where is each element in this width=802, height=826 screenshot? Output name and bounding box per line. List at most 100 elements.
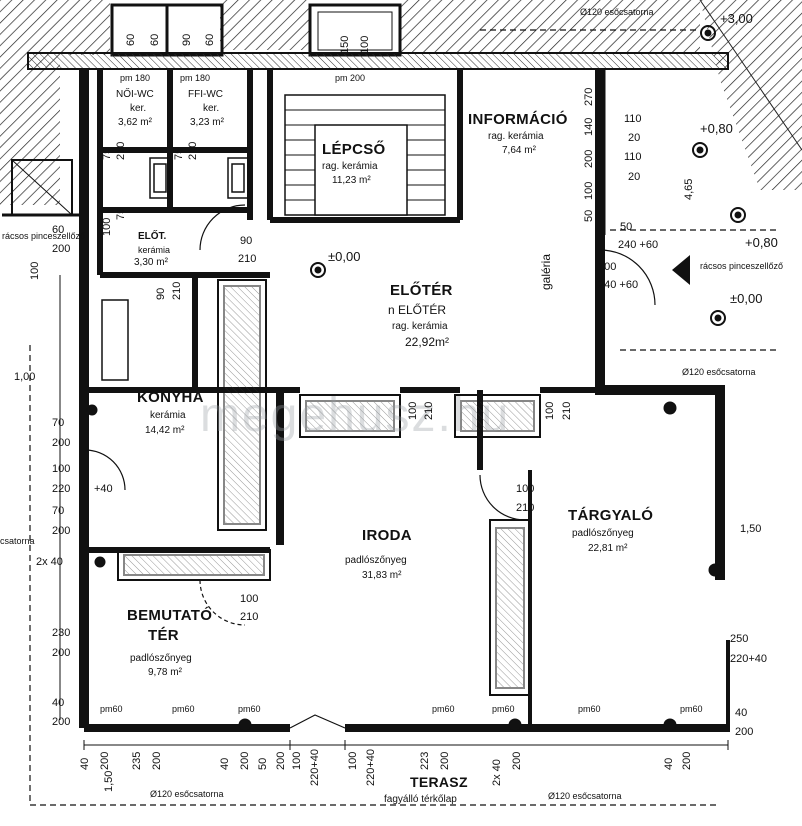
note-pinceszellozo: rácsos pinceszellőző xyxy=(700,261,784,271)
door-dim: 90 xyxy=(240,235,253,247)
dim-label: 60 xyxy=(149,33,161,46)
dim-label: 200 xyxy=(511,751,523,770)
dim-label: 100 xyxy=(598,261,617,273)
room-lepcso-name: LÉPCSŐ xyxy=(322,141,386,158)
dim-label: 200 xyxy=(275,751,287,770)
note-pm60: pm60 xyxy=(578,704,601,714)
room-noiwc-floor: ker. xyxy=(130,103,147,114)
dim-label: 220+40 xyxy=(365,748,377,786)
note-esocsatorna: Ø120 esőcsatorna xyxy=(580,7,654,17)
dim-label: 270 xyxy=(583,87,595,106)
note-pm60: pm60 xyxy=(492,704,515,714)
door-dim: 210 xyxy=(423,401,435,420)
door-dim: 210 xyxy=(238,253,257,265)
room-ffiwc-name: FFI-WC xyxy=(188,89,223,100)
room-targyalo-floor: padlószőnyeg xyxy=(572,528,634,539)
dimension-lines xyxy=(59,275,729,750)
room-informacio-name: INFORMÁCIÓ xyxy=(468,111,568,128)
dim-label: 1,50 xyxy=(740,523,762,535)
dim-label: 220+40 xyxy=(309,748,321,786)
dim-label: 140 xyxy=(583,117,595,136)
dim-label: 200 xyxy=(583,149,595,168)
note-pm60: pm60 xyxy=(100,704,123,714)
dim-label: 230 xyxy=(52,627,71,639)
dim-label: 210 xyxy=(115,141,127,160)
room-bemutato-area: 9,78 m² xyxy=(148,667,182,678)
door-dim: 210 xyxy=(516,502,535,514)
room-noiwc-name: NŐI-WC xyxy=(116,89,154,100)
level-label: +0,80 xyxy=(745,235,778,250)
staircase xyxy=(284,94,446,216)
dim-label: 200 xyxy=(151,751,163,770)
dim-label: 90 xyxy=(181,33,193,46)
note-pm: pm 200 xyxy=(335,73,366,83)
dim-label: 250 xyxy=(730,633,749,645)
dim-label: 40 xyxy=(219,757,231,770)
door-dim: 100 xyxy=(516,483,535,495)
dim-label: 60 xyxy=(52,224,65,236)
dim-label: 200 xyxy=(735,726,754,738)
room-iroda-floor: padlószőnyeg xyxy=(345,555,407,566)
dim-label: 60 xyxy=(204,33,216,46)
note-esocsatorna: Ø120 esőcsatorna xyxy=(548,791,622,801)
dim-label: 200 xyxy=(239,751,251,770)
room-terasz-name: TERASZ xyxy=(410,774,468,790)
door-swings xyxy=(84,204,656,729)
dim-label: 50 xyxy=(583,209,595,222)
level-label: +3,00 xyxy=(720,11,753,26)
dim-label: 200 xyxy=(52,243,71,255)
dim-label: 40 xyxy=(735,707,748,719)
room-bemutato-floor: padlószőnyeg xyxy=(130,653,192,664)
dim-label: 200 xyxy=(52,437,71,449)
room-lepcso-area: 11,23 m² xyxy=(332,175,371,186)
room-iroda-name: IRODA xyxy=(362,527,412,544)
dim-label: 60 xyxy=(125,33,137,46)
dashed-lines xyxy=(29,29,780,806)
dim-label: 75 xyxy=(173,147,185,160)
room-ffiwc-area: 3,23 m² xyxy=(190,117,224,128)
note-pinceszellozo: rácsos pinceszellőző xyxy=(2,231,86,241)
room-lepcso-floor: rag. kerámia xyxy=(322,161,378,172)
room-eloter-area: 22,92m² xyxy=(405,335,450,349)
dim-label: 200 xyxy=(52,716,71,728)
room-targyalo-name: TÁRGYALÓ xyxy=(568,507,654,524)
dim-label: 200 xyxy=(681,751,693,770)
dim-label: 20 xyxy=(628,132,641,144)
room-targyalo-area: 22,81 m² xyxy=(588,543,628,554)
dim-label: 200 xyxy=(52,647,71,659)
dim-label: 100 xyxy=(291,751,303,770)
door-dim: 100 xyxy=(544,401,556,420)
dim-label: 210 xyxy=(187,141,199,160)
room-konyha-area: 14,42 m² xyxy=(145,425,185,436)
note-pm: pm 180 xyxy=(120,73,151,83)
furniture xyxy=(117,279,541,696)
note-esocsatorna: Ø120 esőcsatorna xyxy=(150,789,224,799)
note-pm60: pm60 xyxy=(680,704,703,714)
room-informacio-area: 7,64 m² xyxy=(502,145,536,156)
dim-label: 200 xyxy=(52,525,71,537)
dim-label: 50 xyxy=(620,221,633,233)
entrance-arrow-icon xyxy=(672,255,690,285)
dim-label: 2x 40 xyxy=(36,556,63,568)
door-dim: 210 xyxy=(561,401,573,420)
dim-label: 100 xyxy=(101,217,113,236)
dim-label: 70 xyxy=(52,417,65,429)
room-ffiwc-floor: ker. xyxy=(203,103,220,114)
dim-label: 1,00 xyxy=(14,371,36,383)
room-terasz-floor: fagyálló térkőlap xyxy=(384,794,457,805)
note-pm60: pm60 xyxy=(172,704,195,714)
room-noiwc-area: 3,62 m² xyxy=(118,117,152,128)
dim-label: 100 xyxy=(52,463,71,475)
room-eloter-name: ELŐTÉR xyxy=(390,282,453,299)
door-dim: 210 xyxy=(171,281,183,300)
room-iroda-area: 31,83 m² xyxy=(362,570,402,581)
terrain-hatching xyxy=(0,0,802,205)
dim-label: 223 xyxy=(419,751,431,770)
dim-label: 75 xyxy=(101,147,113,160)
dim-label: 235 xyxy=(131,751,143,770)
room-elot-name: ELŐT. xyxy=(138,231,167,242)
dim-label: 2x 40 xyxy=(491,759,503,786)
dim-label: 110 xyxy=(624,113,642,125)
door-dim: 100 xyxy=(407,401,419,420)
